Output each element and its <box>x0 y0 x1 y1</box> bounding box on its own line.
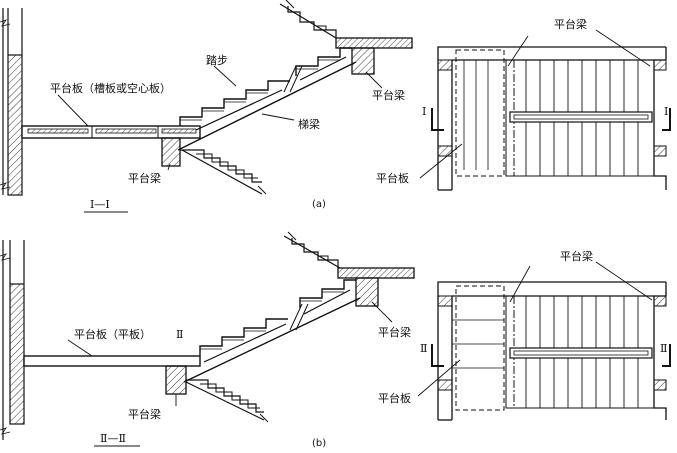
landing-slab-label-plan-a: 平台板 <box>376 171 409 185</box>
wall-a <box>0 8 23 196</box>
landing-beam-lower-label-b: 平台梁 <box>128 407 161 421</box>
lower-flight-a <box>180 149 267 195</box>
stringer-label-a: 梯梁 <box>298 117 320 131</box>
landing-beam-upper-label-b: 平台梁 <box>378 325 411 339</box>
landing-slab-b <box>23 355 201 367</box>
section-b: 平台板（平板） Ⅱ 平台梁 平台梁 Ⅱ—Ⅱ <box>0 231 415 447</box>
landing-beam-lower-label-a: 平台梁 <box>128 171 161 185</box>
plan-b: Ⅱ Ⅱ 平台梁 平台板 <box>378 249 671 421</box>
cut-mark-left-b: Ⅱ <box>420 342 427 355</box>
landing-slab-a <box>21 125 201 139</box>
stair-flight-b <box>183 279 361 383</box>
landing-beam-label-plan-a: 平台梁 <box>554 17 587 31</box>
landing-slab-plan-b <box>455 285 505 411</box>
landing-beam-lower-a <box>161 137 181 167</box>
cut-mark-left-a: Ⅰ <box>422 105 426 118</box>
upper-landing-b <box>283 231 415 307</box>
section-title-b: Ⅱ—Ⅱ <box>100 432 126 445</box>
tread-label-a: 踏步 <box>206 53 228 67</box>
landing-slab-plan-a <box>455 49 505 177</box>
landing-slab-label-plan-b: 平台板 <box>378 391 411 405</box>
lower-flight-b <box>185 379 269 423</box>
cut-mark-right-b: Ⅱ <box>660 342 667 355</box>
cut-marker-b: Ⅱ <box>176 328 183 341</box>
wall-b <box>0 240 25 440</box>
landing-slab-label-b: 平台板（平板） <box>74 327 151 341</box>
stair-flight-a <box>177 47 357 151</box>
landing-beam-upper-label-a: 平台梁 <box>372 88 405 102</box>
landing-beam-label-plan-b: 平台梁 <box>560 249 593 263</box>
plan-a: Ⅰ Ⅰ 平台梁 平台板 <box>376 17 671 191</box>
landing-beam-lower-b <box>165 365 187 395</box>
caption-a: (a) <box>312 199 326 210</box>
caption-b: (b) <box>312 438 326 449</box>
section-a: 平台板（槽板或空心板） 踏步 梯梁 平台梁 平台梁 Ⅰ—Ⅰ <box>0 0 413 213</box>
upper-landing-a <box>279 0 413 75</box>
landing-slab-label-a: 平台板（槽板或空心板） <box>50 81 171 95</box>
cut-mark-right-a: Ⅰ <box>664 105 668 118</box>
section-title-a: Ⅰ—Ⅰ <box>90 198 110 211</box>
